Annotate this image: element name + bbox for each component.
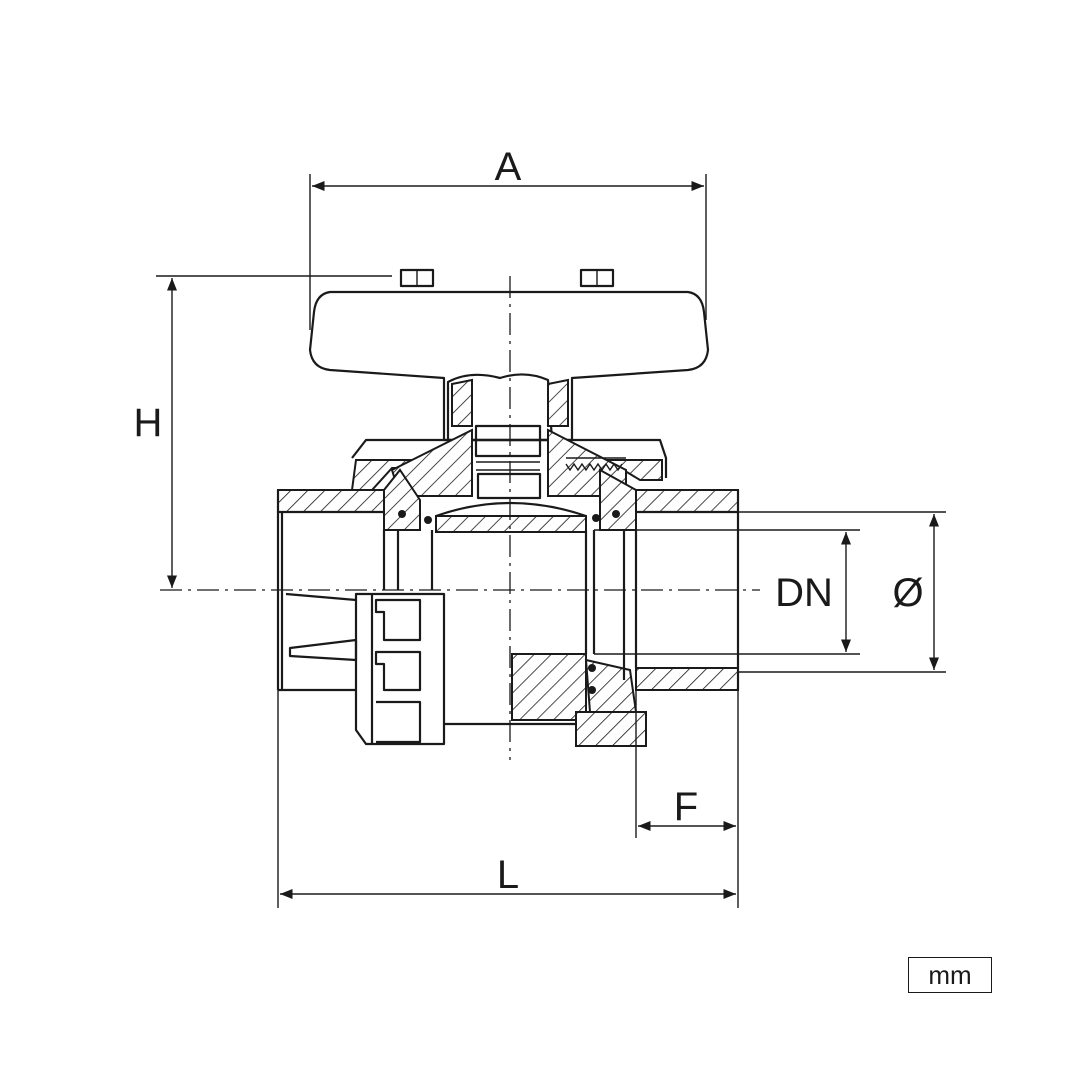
handle — [308, 268, 710, 442]
unit-label: mm — [928, 959, 972, 990]
o-ring — [588, 664, 596, 672]
dimension-l: L — [277, 690, 739, 908]
unit-badge: mm — [908, 957, 992, 993]
center-lines — [160, 276, 760, 760]
dimension-h: H — [134, 275, 392, 588]
right-socket — [635, 489, 740, 691]
o-ring — [398, 510, 406, 518]
o-ring — [592, 514, 600, 522]
dimension-f: F — [635, 690, 739, 838]
label-f: F — [674, 785, 698, 829]
o-ring — [424, 516, 432, 524]
dimension-a: A — [309, 145, 707, 330]
label-diameter: Ø — [892, 571, 923, 615]
o-ring — [588, 686, 596, 694]
label-a: A — [495, 145, 522, 189]
union-nut-left — [285, 592, 576, 746]
o-ring — [612, 510, 620, 518]
ball-and-seats — [382, 468, 647, 747]
label-h: H — [134, 401, 163, 445]
dimension-dn: DN — [594, 529, 860, 655]
label-dn: DN — [775, 571, 833, 615]
left-socket — [276, 489, 385, 692]
dimension-diameter: Ø — [738, 511, 946, 673]
label-l: L — [497, 853, 519, 897]
